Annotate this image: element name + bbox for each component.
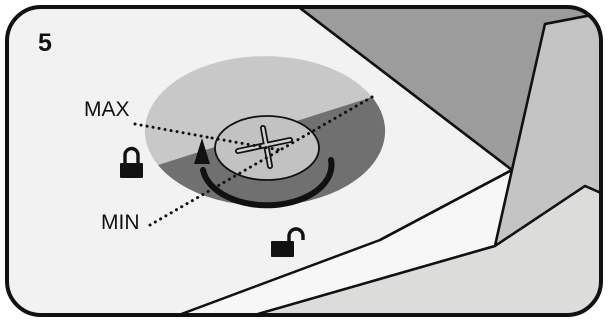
max-label: MAX — [84, 98, 130, 121]
max-leader-line-ext — [210, 136, 282, 152]
dial-max-zone — [144, 56, 372, 165]
panel-frame — [5, 5, 603, 317]
padlock-open-icon — [271, 227, 305, 257]
padlock-closed-icon — [120, 146, 143, 178]
floor — [228, 184, 601, 315]
min-leader-line — [148, 95, 374, 227]
min-label: MIN — [101, 211, 140, 234]
step-number: 5 — [38, 29, 52, 57]
curved-arrow-icon — [194, 138, 210, 164]
max-leader-line — [133, 122, 214, 140]
